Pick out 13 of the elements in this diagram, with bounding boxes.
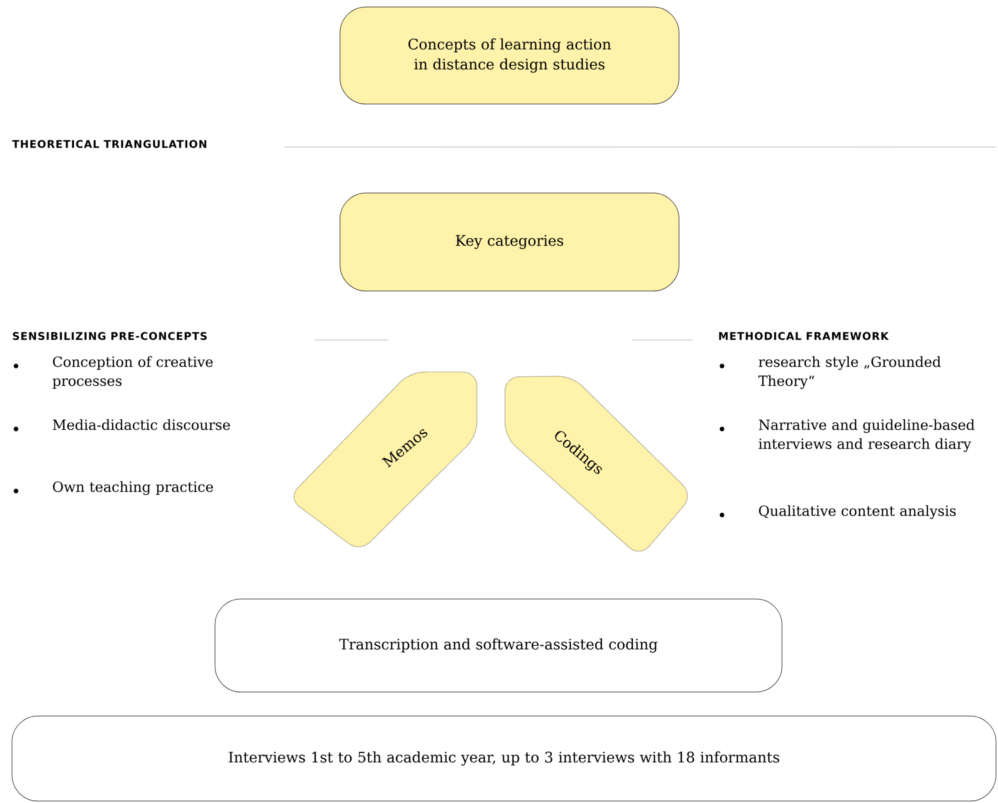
list-item: Media-didactic discourse (52, 419, 230, 430)
process-box: Transcription and software-assisted coding (214, 598, 782, 692)
section-heading: THEORETICAL TRIANGULATION (12, 140, 206, 148)
category-box: Key categories (340, 192, 680, 292)
list-item: Narrative and guideline-based interviews and research diary (758, 419, 974, 452)
list-item: research style „Grounded Theory“ (758, 356, 941, 389)
list-item: Own teaching practice (52, 481, 213, 495)
section-heading: METHODICAL FRAMEWORK (719, 332, 889, 340)
list-item: Qualitative content analysis (759, 505, 956, 519)
title-box: Concepts of learning action in distance design studies (340, 6, 680, 104)
section-heading: SENSIBILIZING PRE-CONCEPTS (12, 332, 207, 340)
process-box: Interviews 1st to 5th academic year, up to 3 interviews with 18 informants (12, 716, 996, 802)
list-item: Conception of creative processes (52, 356, 213, 389)
